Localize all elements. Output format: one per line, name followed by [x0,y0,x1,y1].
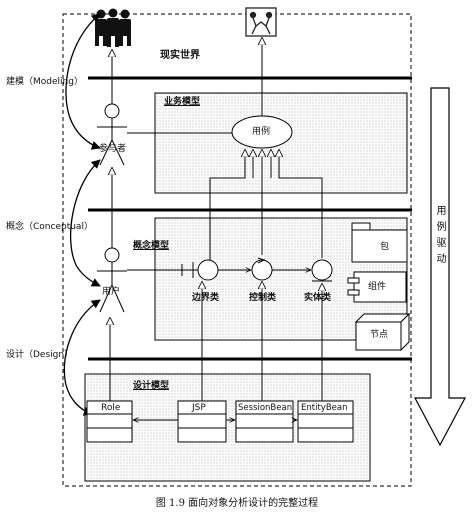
entity-class-symbol [311,259,333,282]
package-symbol [351,222,408,263]
boundary-class-label: 边界类 [192,293,220,303]
real-world-label: 现实世界 [160,50,200,61]
boundary-to-usecase-line [209,150,245,260]
class-entitybean-name: EntityBean [301,403,348,413]
use-case-driven-arrow [414,87,466,447]
design-class-jsp [177,400,227,443]
user-label: 用户 [102,287,121,297]
node-symbol [354,312,411,352]
business-model-title: 业务模型 [164,97,201,107]
layer-conceptual-label: 概念（Conceptual） [6,222,93,232]
figure-caption: 图 1.9 面向对象分析设计的完整过程 [155,498,319,509]
entity-to-usecase-line [279,150,323,258]
design-class-sessionbean [235,400,294,443]
modeling-curve-arrow [65,13,101,150]
package-label: 包 [380,242,390,252]
concept-model-title: 概念模型 [133,241,170,251]
node-label: 节点 [370,330,389,340]
participant-actor [97,103,127,166]
class-role-name: Role [101,403,121,413]
design-model-title: 设计模型 [133,381,170,391]
use-case-driven-label: 用例驱动 [434,205,445,269]
use-case-ellipse [231,115,293,149]
design-curve-arrow [63,299,101,416]
component-label: 组件 [368,282,387,292]
entity-class-label: 实体类 [304,293,332,303]
layer-modeling-label: 建模（Modeling） [6,77,83,87]
design-class-entitybean [297,400,354,443]
outer-dashed-frame [62,13,412,487]
layer-design-label: 设计（Design） [6,350,74,360]
class-jsp-name: JSP [192,403,206,413]
design-class-role [86,400,133,443]
class-sessionbean-name: SessionBean [238,403,293,413]
control-class-label: 控制类 [249,293,277,303]
conceptual-curve-arrow [69,159,101,287]
handshake-icon [245,7,277,37]
people-group-icon [95,8,131,47]
participant-label: 参与者 [99,144,127,154]
use-case-label: 用例 [252,127,271,137]
component-symbol [347,271,407,303]
user-actor [97,247,127,313]
